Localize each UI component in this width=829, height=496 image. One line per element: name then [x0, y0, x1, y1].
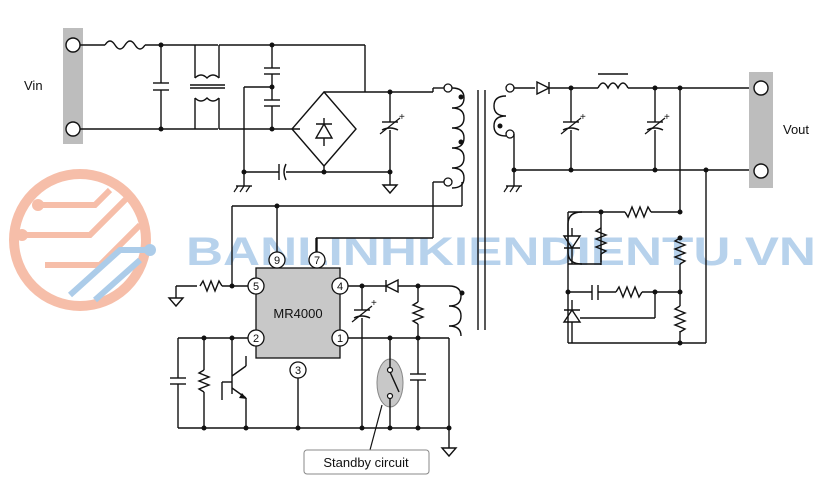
- transistor-icon: [222, 356, 247, 428]
- ic-pin-1: 1: [331, 329, 349, 347]
- ic-wiring: +: [167, 182, 465, 458]
- transformer-secondary: + +: [493, 73, 760, 193]
- svg-text:2: 2: [253, 333, 259, 345]
- svg-text:1: 1: [337, 333, 343, 345]
- watermark-logo: [9, 169, 156, 311]
- vout-label: Vout: [783, 122, 809, 137]
- output-diode-icon: [536, 80, 551, 96]
- ic-pin-2: 2: [247, 329, 265, 347]
- svg-text:+: +: [371, 298, 377, 309]
- shunt-regulator-icon: [562, 308, 582, 323]
- svg-text:3: 3: [295, 365, 301, 377]
- svg-text:5: 5: [253, 281, 259, 293]
- standby-switch: [369, 338, 404, 451]
- bridge-rectifier: [244, 45, 433, 181]
- svg-text:9: 9: [274, 255, 280, 267]
- standby-label: Standby circuit: [323, 455, 409, 470]
- transformer-primary: [315, 83, 486, 330]
- ic-pin-4: 4: [331, 277, 349, 295]
- feedback-network: [562, 88, 707, 346]
- svg-text:+: +: [399, 112, 405, 123]
- svg-text:+: +: [580, 112, 586, 123]
- common-mode-choke-icon: [194, 74, 220, 102]
- svg-text:+: +: [664, 112, 670, 123]
- svg-text:7: 7: [314, 255, 320, 267]
- ic-pin-5: 5: [247, 277, 265, 295]
- watermark-text: BANLINHKIENDIENTU.VN: [186, 230, 816, 274]
- input-filter-wiring: [80, 40, 365, 193]
- mr4000-ic: MR4000: [255, 267, 341, 359]
- ic-pin-9: 9: [268, 251, 286, 269]
- ic-label: MR4000: [273, 306, 322, 321]
- fuse-icon: [104, 40, 146, 50]
- aux-diode-icon: [384, 278, 399, 294]
- diode-icon: [314, 118, 334, 146]
- svg-text:4: 4: [337, 281, 343, 293]
- resistor-icon: [624, 205, 652, 219]
- ic-pin-7: 7: [308, 251, 326, 269]
- bulk-capacitor: +: [379, 89, 405, 195]
- vin-label: Vin: [24, 78, 43, 93]
- ic-pin-3: 3: [289, 361, 307, 379]
- standby-callout: Standby circuit: [303, 449, 430, 475]
- vout-terminal: [749, 72, 773, 188]
